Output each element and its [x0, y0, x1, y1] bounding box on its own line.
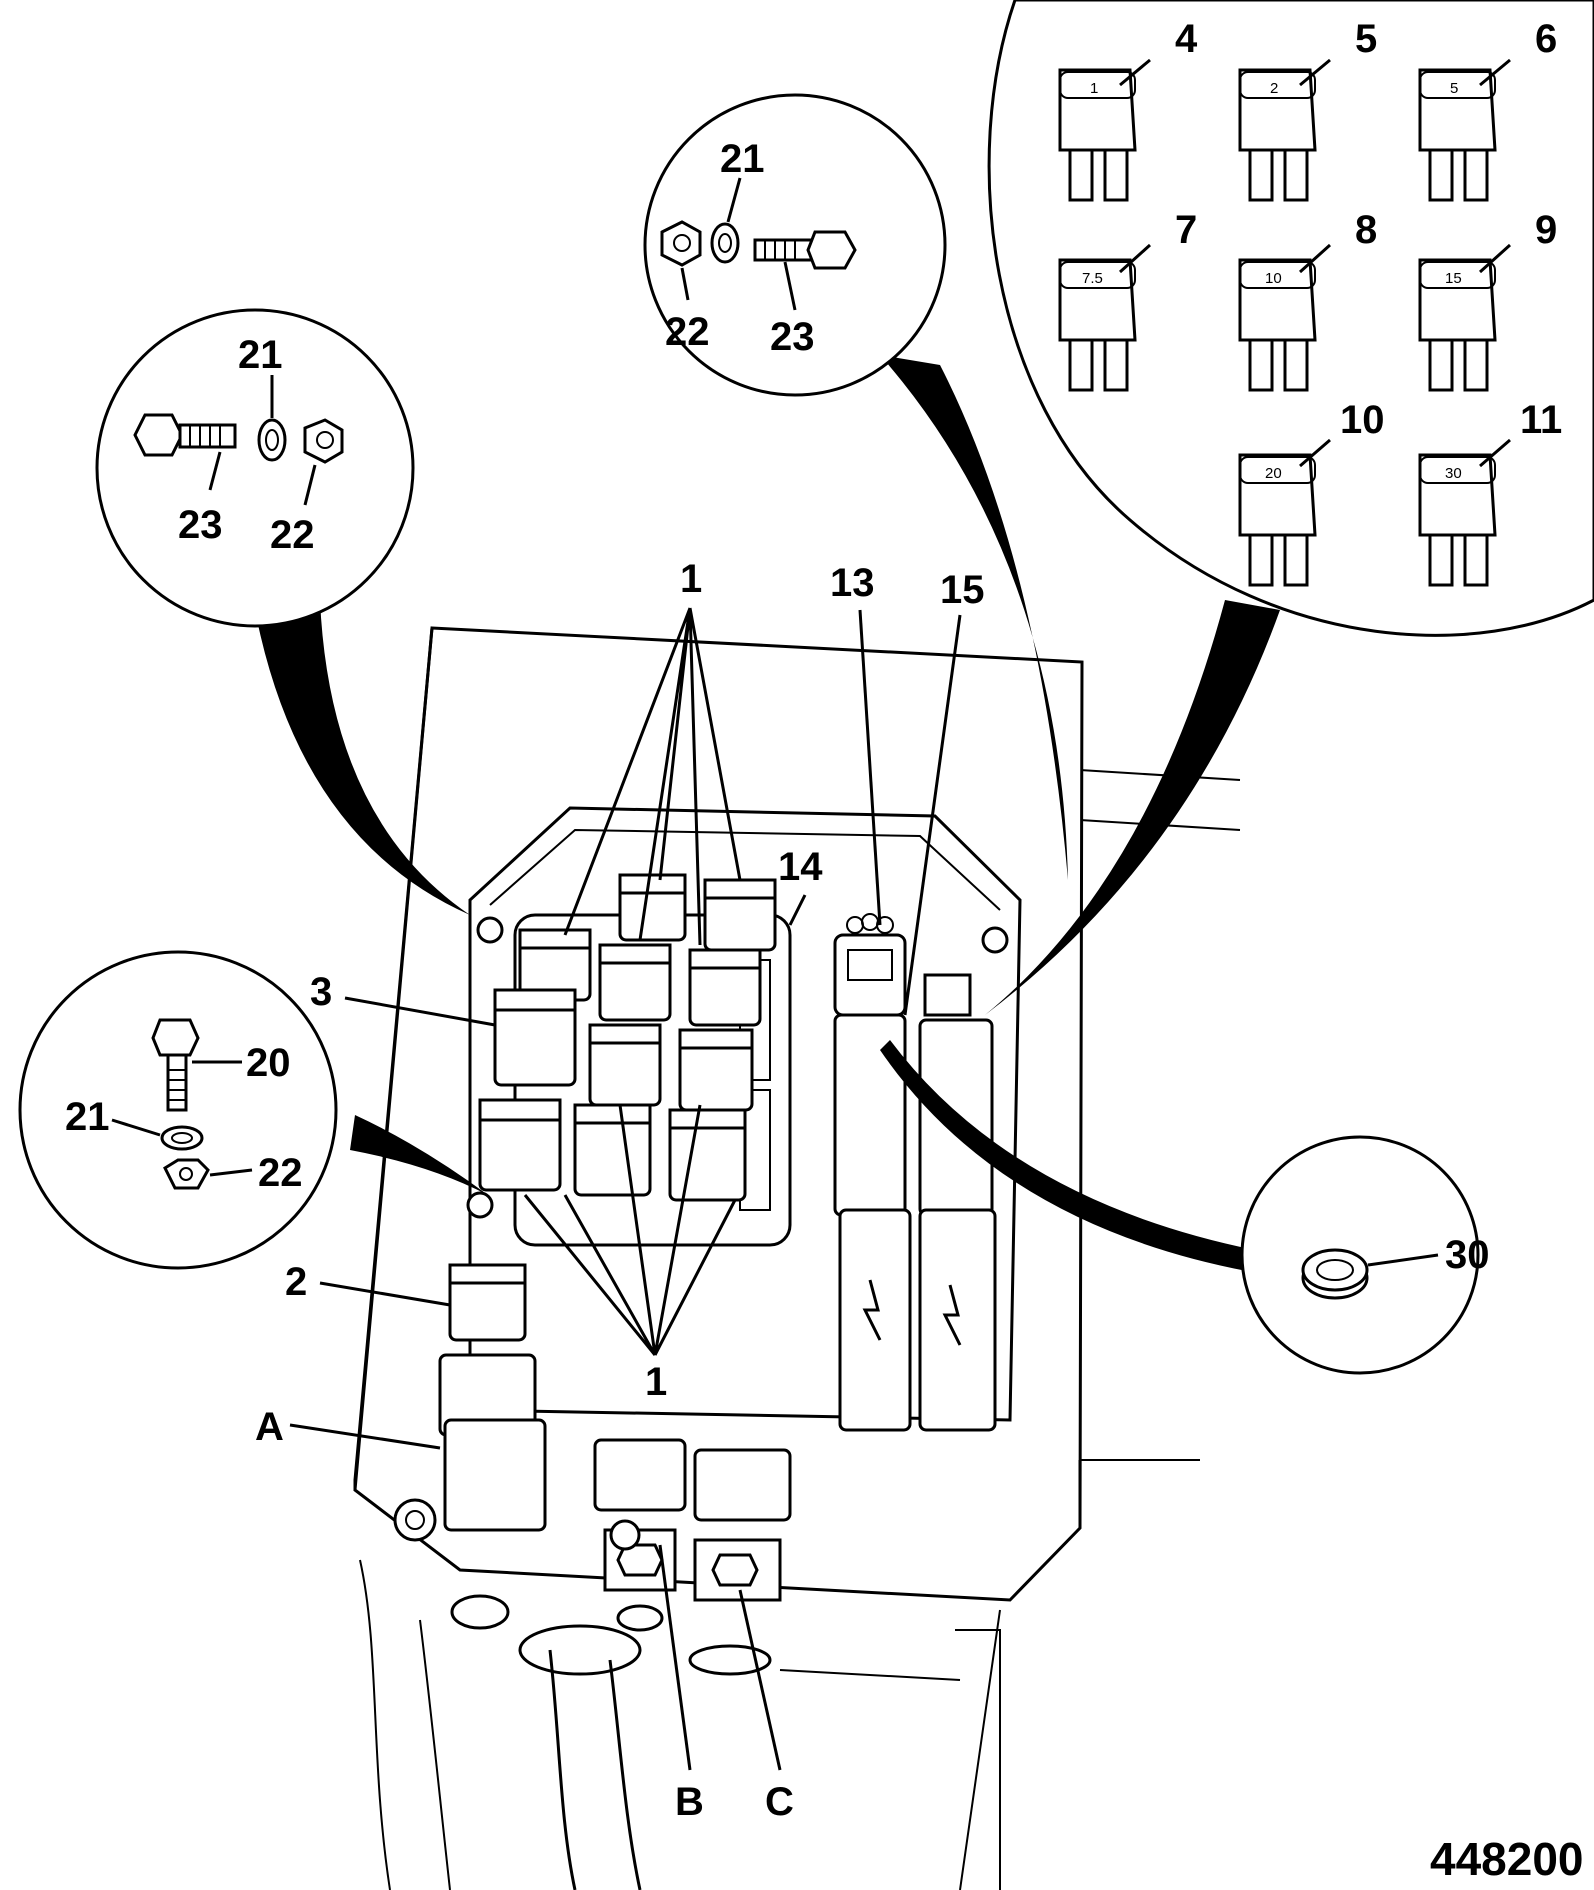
- magnifier-fuses: 1 2 5 7.5 10 15 20 30 4 5 6 7 8 9 10 11: [987, 0, 1594, 637]
- label-22: 22: [270, 513, 315, 557]
- label-15: 15: [940, 568, 985, 612]
- relay[interactable]: [618, 873, 687, 942]
- washer-21-icon: [257, 418, 287, 462]
- relay[interactable]: [573, 1103, 652, 1197]
- relay[interactable]: [688, 948, 762, 1027]
- relays: [478, 873, 777, 1202]
- washer-21-icon: [710, 222, 740, 264]
- bolt-23-icon: [133, 413, 237, 457]
- label-14: 14: [778, 845, 823, 889]
- fuse-8[interactable]: 10: [1238, 258, 1317, 392]
- magnifier-grommet: 30: [1240, 1135, 1490, 1375]
- relay[interactable]: [703, 878, 777, 952]
- label-c: C: [765, 1780, 794, 1824]
- relay-3[interactable]: [493, 988, 577, 1087]
- relay[interactable]: [598, 943, 672, 1022]
- grommet-30-icon: [1301, 1248, 1369, 1300]
- label-6: 6: [1535, 17, 1557, 61]
- fuse-7[interactable]: 7.5: [1058, 258, 1137, 392]
- label-11: 11: [1520, 398, 1562, 442]
- label-30: 30: [1445, 1233, 1490, 1277]
- fuse-rating: 15: [1445, 270, 1462, 287]
- fuse-11[interactable]: 30: [1418, 453, 1497, 587]
- label-1: 1: [680, 557, 702, 601]
- relay[interactable]: [678, 1028, 754, 1112]
- relay-2[interactable]: [448, 1263, 527, 1342]
- label-21: 21: [238, 333, 283, 377]
- nut-22-icon: [303, 418, 344, 464]
- label-2: 2: [285, 1260, 307, 1304]
- label-1: 1: [645, 1360, 667, 1404]
- label-23: 23: [178, 503, 223, 547]
- fuse-rating: 5: [1450, 80, 1458, 97]
- fuse-rating: 1: [1090, 80, 1098, 97]
- label-13: 13: [830, 561, 875, 605]
- label-22: 22: [665, 310, 710, 354]
- fuse-rating: 10: [1265, 270, 1282, 287]
- label-5: 5: [1355, 17, 1377, 61]
- label-3: 3: [310, 970, 332, 1014]
- main-leaders: [289, 607, 962, 1771]
- label-10: 10: [1340, 398, 1385, 442]
- lower-relays: [438, 1263, 792, 1532]
- fuse-9[interactable]: 15: [1418, 258, 1497, 392]
- label-21: 21: [720, 137, 765, 181]
- figure-number: 448200: [1430, 1833, 1584, 1885]
- bolt-23-icon: [753, 230, 857, 270]
- label-7: 7: [1175, 208, 1197, 252]
- connector-13[interactable]: [833, 913, 907, 1017]
- terminal-c[interactable]: [693, 1538, 782, 1602]
- relay[interactable]: [518, 928, 592, 1002]
- terminal-a[interactable]: [393, 1498, 437, 1542]
- relay[interactable]: [478, 1098, 562, 1192]
- fuse-6[interactable]: 5: [1418, 68, 1497, 202]
- label-22: 22: [258, 1151, 303, 1195]
- fuse-holder[interactable]: [918, 1208, 997, 1432]
- fuse-5[interactable]: 2: [1238, 68, 1317, 202]
- nut-22-icon: [660, 220, 702, 267]
- terminals: [393, 1498, 782, 1890]
- label-a: A: [255, 1405, 284, 1449]
- relay[interactable]: [668, 1108, 747, 1202]
- label-23: 23: [770, 315, 815, 359]
- nut-22-icon: [163, 1158, 210, 1190]
- magnifier-hardware-left: 21 23 22: [95, 308, 415, 628]
- magnifier-hardware-top: 21 22 23: [643, 93, 947, 397]
- fuse-rating: 20: [1265, 465, 1282, 482]
- magnifier-hardware-lower: 20 21 22: [18, 950, 338, 1270]
- fuse-4[interactable]: 1: [1058, 68, 1137, 202]
- fuse-rating: 30: [1445, 465, 1462, 482]
- fuse-10[interactable]: 20: [1238, 453, 1317, 587]
- fuse-rating: 2: [1270, 80, 1278, 97]
- magnifier-tails: [255, 355, 1280, 1272]
- label-21: 21: [65, 1095, 110, 1139]
- label-b: B: [675, 1780, 704, 1824]
- label-9: 9: [1535, 208, 1557, 252]
- label-4: 4: [1175, 17, 1198, 61]
- fuse-rating: 7.5: [1082, 270, 1103, 287]
- washer-21-icon: [160, 1125, 204, 1151]
- main-labels: 1 1 14 13 15 3 2 A B C: [255, 557, 985, 1824]
- fuse-holder-15[interactable]: [838, 1208, 912, 1432]
- label-8: 8: [1355, 208, 1377, 252]
- relay[interactable]: [588, 1023, 662, 1107]
- label-20: 20: [246, 1041, 291, 1085]
- bolt-20-icon: [151, 1018, 200, 1112]
